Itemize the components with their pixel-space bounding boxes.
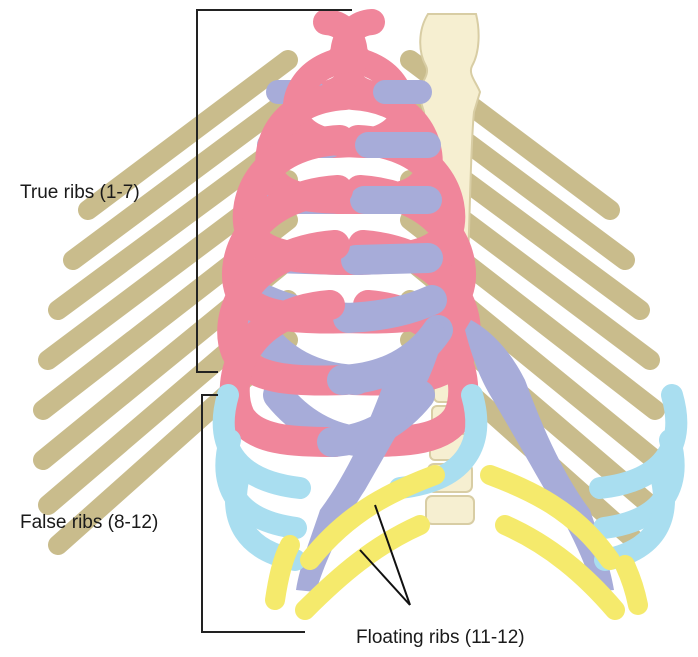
label-false-ribs: False ribs (8-12) [20,512,158,533]
label-true-ribs: True ribs (1-7) [20,182,140,203]
label-floating-ribs: Floating ribs (11-12) [356,627,525,648]
